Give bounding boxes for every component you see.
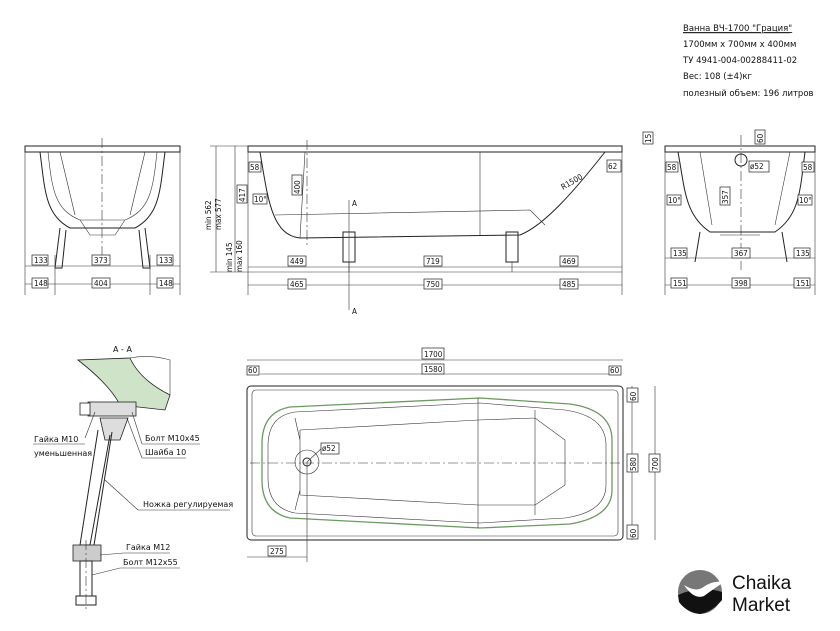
label-washer: Шайба 10	[145, 448, 186, 457]
dim-angle-10: 10°	[254, 195, 267, 204]
side-view: min 562 max 577 417 min 145 max 160 400 …	[204, 140, 623, 316]
dim-front-404: 404	[94, 279, 108, 288]
title-block: Ванна ВЧ-1700 "Грация" 1700мм x 700мм x …	[682, 24, 814, 99]
dim-end-151-right: 151	[796, 279, 810, 288]
dim-275: 275	[270, 547, 284, 556]
dim-750: 750	[426, 280, 440, 289]
dim-radius: R1500	[560, 172, 585, 192]
dim-700: 700	[651, 457, 660, 471]
label-leg: Ножка регулируемая	[143, 500, 233, 509]
section-mark-bottom: A	[352, 307, 357, 316]
dim-top-60-upper: 60	[629, 391, 638, 401]
dim-top-60-left: 60	[248, 366, 258, 375]
dim-485: 485	[562, 280, 576, 289]
dim-1580: 1580	[424, 365, 443, 374]
dim-end-angle-left: 10°	[668, 196, 681, 205]
dim-height-min: min 562	[204, 200, 213, 230]
dim-rim-62: 62	[608, 162, 617, 171]
dim-front-148-left: 148	[34, 279, 48, 288]
dim-15: 15	[644, 134, 653, 143]
dim-top-60-lower: 60	[629, 528, 638, 538]
dim-449: 449	[290, 257, 304, 266]
dim-367: 367	[734, 249, 748, 258]
chaika-market-logo: Chaika Market	[678, 570, 792, 616]
dim-398: 398	[734, 279, 748, 288]
dim-719: 719	[426, 257, 440, 266]
product-size: 1700мм x 700мм x 400мм	[683, 40, 796, 50]
dim-60: 60	[756, 133, 765, 143]
dim-417: 417	[238, 188, 247, 202]
dim-front-133-right: 133	[159, 256, 173, 265]
seagull-icon	[684, 581, 724, 597]
product-weight: Вес: 108 (±4)кг	[683, 72, 753, 82]
dim-front-133-left: 133	[34, 256, 48, 265]
section-title: А - А	[113, 345, 132, 354]
label-bolt-m10: Болт М10х45	[145, 434, 200, 443]
dim-end-135-left: 135	[673, 249, 687, 258]
dim-depth-400: 400	[293, 180, 302, 194]
label-nut-m12: Гайка М12	[126, 543, 170, 552]
logo-line2: Market	[732, 595, 791, 616]
dim-357: 357	[721, 190, 730, 204]
dim-580: 580	[629, 457, 638, 471]
product-spec: ТУ 4941-004-00288411-02	[682, 56, 797, 66]
dim-end-angle-right: 10°	[799, 196, 812, 205]
product-name: Ванна ВЧ-1700 "Грация"	[683, 24, 792, 34]
dim-rim-58: 58	[250, 163, 260, 172]
dim-end-drain: ø52	[750, 162, 764, 171]
label-bolt-m12: Болт М12х55	[123, 558, 178, 567]
label-nut-m10-sub: уменьшенная	[34, 449, 92, 458]
dim-465: 465	[290, 280, 304, 289]
dim-end-58-left: 58	[667, 163, 677, 172]
label-nut-m10: Гайка М10	[34, 435, 78, 444]
dim-front-148-right: 148	[159, 279, 173, 288]
dim-leg-max: max 160	[235, 240, 244, 272]
dim-height-max: max 577	[214, 198, 223, 230]
dim-leg-min: min 145	[225, 242, 234, 272]
dim-front-373: 373	[94, 256, 108, 265]
dim-469: 469	[562, 257, 576, 266]
product-volume: полезный объем: 196 литров	[683, 89, 814, 99]
dim-end-58-right: 58	[803, 163, 813, 172]
dim-end-151-left: 151	[673, 279, 687, 288]
dim-1700: 1700	[424, 350, 443, 359]
dim-top-drain: ø52	[322, 444, 336, 453]
right-end-view: 15 60 ø52 357 58 58 10° 10° 135 367 135 …	[642, 129, 816, 295]
front-end-view: 133 373 133 148 404 148	[24, 138, 181, 295]
section-mark-top: A	[352, 199, 357, 208]
dim-top-60-right: 60	[610, 366, 620, 375]
section-a-a: А - А Гайка М10 уменьшенная Болт М10х45 …	[33, 345, 233, 610]
top-view: ø52 1700 1580 60 60 60 580 60 700 275	[246, 347, 661, 562]
logo-line1: Chaika	[732, 573, 792, 594]
dim-end-135-right: 135	[796, 249, 810, 258]
